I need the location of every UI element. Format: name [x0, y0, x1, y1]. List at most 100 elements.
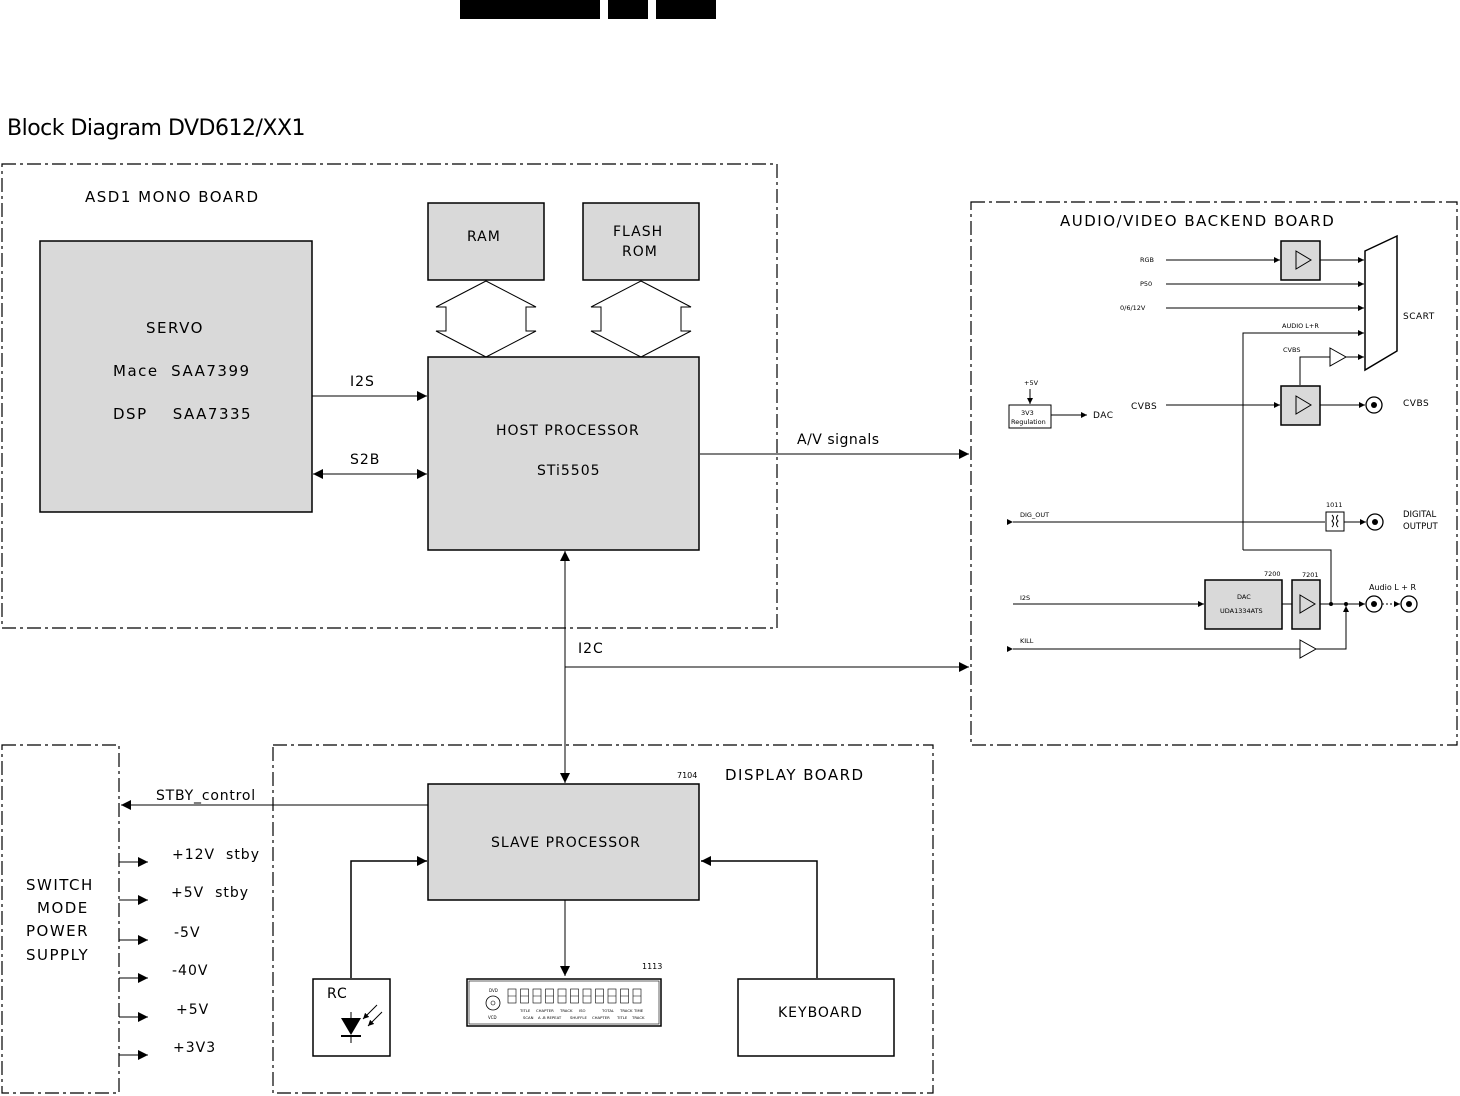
- ref-7201: 7201: [1302, 571, 1319, 579]
- digital-output-label-1: DIGITAL: [1403, 510, 1436, 520]
- servo-dsp-label: DSP SAA7335: [113, 405, 252, 423]
- psu-output-label: +5V: [176, 1002, 209, 1018]
- audio-lr-line: [1242, 330, 1364, 550]
- host-chip-label: STi5505: [537, 463, 601, 479]
- flash-rom-block: [582, 202, 700, 281]
- ref-1113: 1113: [642, 962, 662, 971]
- header-bar-3: [656, 0, 716, 19]
- ref-7104: 7104: [677, 771, 697, 780]
- servo-block: [39, 240, 313, 513]
- servo-label: SERVO: [146, 319, 204, 337]
- av-board-label: AUDIO/VIDEO BACKEND BOARD: [1060, 212, 1335, 230]
- vfd-bottom-label: TITLE: [616, 1015, 628, 1020]
- audio-out-label: Audio L + R: [1369, 583, 1417, 592]
- header-bar-1: [460, 0, 600, 19]
- rgb-label: RGB: [1140, 256, 1154, 264]
- flash-label: FLASH: [613, 224, 663, 240]
- psu-output-label: +3V3: [173, 1040, 216, 1056]
- vfd-top-label: TOTAL: [601, 1008, 615, 1013]
- ram-block: [427, 202, 545, 281]
- keyboard-block: [737, 978, 895, 1057]
- host-processor-label: HOST PROCESSOR: [496, 423, 640, 439]
- rc-label: RC: [327, 986, 348, 1002]
- vfd-disc-icon: [485, 995, 501, 1011]
- psu-output-label: -5V: [174, 925, 201, 941]
- plus5v-label: +5V: [1024, 379, 1039, 387]
- ram-bus-arrow: [435, 280, 537, 358]
- audio-dac-block: [1204, 579, 1283, 630]
- host-processor-block: [427, 356, 700, 551]
- vfd-top-label: CHAPTER: [536, 1008, 554, 1013]
- audio-jack-l-dot: [1371, 601, 1377, 607]
- display-board-frame: [272, 744, 934, 1094]
- vfd-disc-hub: [490, 1000, 496, 1006]
- regulator-block: [1008, 404, 1052, 429]
- rom-label: ROM: [622, 244, 658, 260]
- regulator-label-1: 3V3: [1021, 409, 1034, 417]
- vfd-top-label: TRACK: [559, 1008, 573, 1013]
- av-board-frame: [970, 201, 1458, 746]
- junction-dot-2: [1344, 602, 1348, 606]
- flash-bus-arrow: [590, 280, 692, 358]
- cvbs-jack-dot: [1371, 402, 1377, 408]
- v0612-label: 0/6/12V: [1120, 304, 1146, 312]
- vfd-bottom-label: SHUFFLE: [570, 1015, 588, 1020]
- vfd-bottom-label: CHAPTER: [592, 1015, 610, 1020]
- keyboard-to-slave-line: [701, 856, 818, 978]
- slave-processor-block: [427, 783, 700, 901]
- cvbs-buffer-icon: [1295, 395, 1312, 415]
- audio-dac-chip: UDA1334ATS: [1220, 607, 1263, 615]
- audio-feedback-line: [1243, 549, 1332, 604]
- page-title: Block Diagram DVD612/XX1: [7, 116, 306, 141]
- cvbs-upper-buffer: [1329, 347, 1348, 367]
- scart-connector: [1364, 234, 1398, 372]
- vfd-digits: [507, 988, 642, 1004]
- digital-jack-dot: [1372, 519, 1378, 525]
- cvbs-upper-label: CVBS: [1283, 346, 1300, 354]
- vfd-bottom-label: A -B REPEAT: [538, 1015, 562, 1020]
- cvbs-upper-line: [1299, 356, 1330, 385]
- vfd-bottom-label: TRACK: [631, 1015, 645, 1020]
- stby-control-label: STBY_control: [156, 788, 256, 804]
- i2s-label: I2S: [350, 374, 375, 390]
- vfd-top-label: TRACK: [619, 1008, 633, 1013]
- psu-frame: [1, 744, 120, 1094]
- vfd-top-label: TITLE: [519, 1008, 531, 1013]
- transformer-1011: [1325, 511, 1345, 532]
- vfd-bottom-label: SCAN: [523, 1015, 534, 1020]
- kill-label: KILL: [1020, 637, 1034, 645]
- av-signals-label: A/V signals: [797, 432, 880, 448]
- vfd-top-label: TIME: [633, 1008, 644, 1013]
- psu-label-2: MODE: [37, 899, 89, 917]
- psu-outputs: +12V stby +5V stby -5V -40V +5V +3V3: [119, 847, 260, 1060]
- audio-amp-block: [1291, 579, 1321, 630]
- servo-mace-label: Mace SAA7399: [113, 362, 251, 380]
- scart-label: SCART: [1403, 312, 1435, 322]
- audio-lr-label: AUDIO L+R: [1282, 322, 1319, 330]
- vfd-disc-label: VCD: [488, 1015, 497, 1020]
- psu-output-label: +12V stby: [172, 847, 260, 863]
- audio-jack-r-dot: [1406, 601, 1412, 607]
- i2c-label: I2C: [578, 641, 604, 657]
- vfd-top-label: ISO: [579, 1008, 586, 1013]
- audio-amp-icon: [1299, 594, 1316, 614]
- ram-label: RAM: [467, 229, 501, 245]
- psu-label-3: POWER: [26, 922, 89, 940]
- transformer-icon: [1331, 514, 1339, 528]
- p50-label: P50: [1140, 280, 1152, 288]
- i2s-in-label: I2S: [1020, 594, 1030, 602]
- psu-output-label: +5V stby: [171, 885, 249, 901]
- regulator-label-2: Regulation: [1011, 418, 1046, 426]
- cvbs-in-label: CVBS: [1131, 402, 1157, 412]
- cvbs-out-label: CVBS: [1403, 399, 1429, 409]
- psu-label-4: SUPPLY: [26, 946, 89, 964]
- header-bar-2: [608, 0, 648, 19]
- rgb-buffer-icon: [1295, 250, 1312, 270]
- psu-label-1: SWITCH: [26, 876, 94, 894]
- display-board-label: DISPLAY BOARD: [725, 766, 865, 784]
- psu-output-label: -40V: [172, 963, 208, 979]
- dac-out-label: DAC: [1093, 411, 1114, 421]
